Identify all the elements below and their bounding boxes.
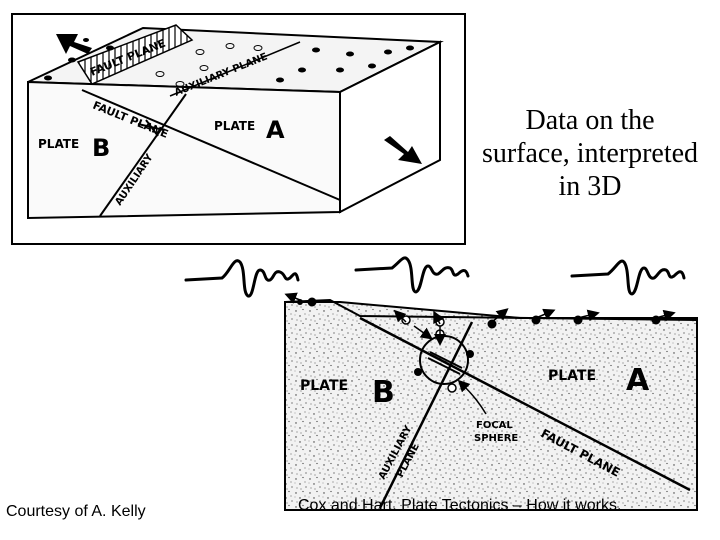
slide-caption: Data on the surface, interpreted in 3D (462, 104, 718, 203)
caption-line: Data on the (525, 105, 655, 136)
plate-a-letter-section: A (626, 363, 650, 398)
cross-section: PLATE B PLATE A FOCAL SPHERE FAULT PLANE… (284, 292, 698, 511)
polarity-dot-open (447, 383, 457, 393)
seismogram-row (184, 256, 686, 298)
plate-b-word-block: PLATE (38, 137, 79, 151)
fault-plane-trace-front (81, 89, 341, 201)
plate-b-word-section: PLATE (300, 378, 348, 394)
auxiliary-plane-line (378, 321, 474, 509)
plate-a-letter-block: A (266, 116, 285, 144)
cross-section-block (284, 301, 698, 511)
focus-symbol (137, 119, 165, 137)
focus-marker (427, 351, 463, 375)
fault-plane-trace-top (76, 24, 194, 85)
caption-line: in 3D (558, 171, 622, 202)
seismogram-icon (184, 259, 300, 298)
auxiliary-plane-trace-top (169, 41, 301, 97)
focal-sphere-label-1: FOCAL (476, 420, 513, 431)
seismogram-icon (570, 259, 686, 296)
plate-a-word-block: PLATE (214, 119, 255, 133)
surface-dots-top (44, 38, 414, 87)
arrow-up-left-icon (56, 34, 92, 54)
fault-plane-line (359, 316, 691, 492)
polarity-dot-filled (466, 350, 474, 358)
credit-left: Courtesy of A. Kelly (6, 503, 146, 520)
seismogram-icon (354, 256, 470, 294)
block-right-face (339, 40, 441, 214)
focal-sphere-pointer (457, 379, 487, 415)
credit-right: Cox and Hart. Plate Tectonics – How it w… (298, 497, 622, 514)
caption-line: surface, interpreted (481, 138, 699, 169)
focal-sphere-label-2: SPHERE (474, 433, 518, 444)
block-diagram: FAULT PLANE AUXILIARY PLANE FAULT PL (11, 13, 466, 245)
station-motion-arrows (284, 292, 676, 346)
ground-surface (284, 298, 698, 321)
arrow-down-right-icon (384, 136, 422, 164)
plate-b-letter-section: B (372, 375, 395, 410)
plate-a-word-section: PLATE (548, 368, 596, 384)
auxiliary-plane-trace-front (99, 93, 187, 217)
plate-b-letter-block: B (92, 134, 110, 162)
polarity-dot-filled (414, 368, 422, 376)
